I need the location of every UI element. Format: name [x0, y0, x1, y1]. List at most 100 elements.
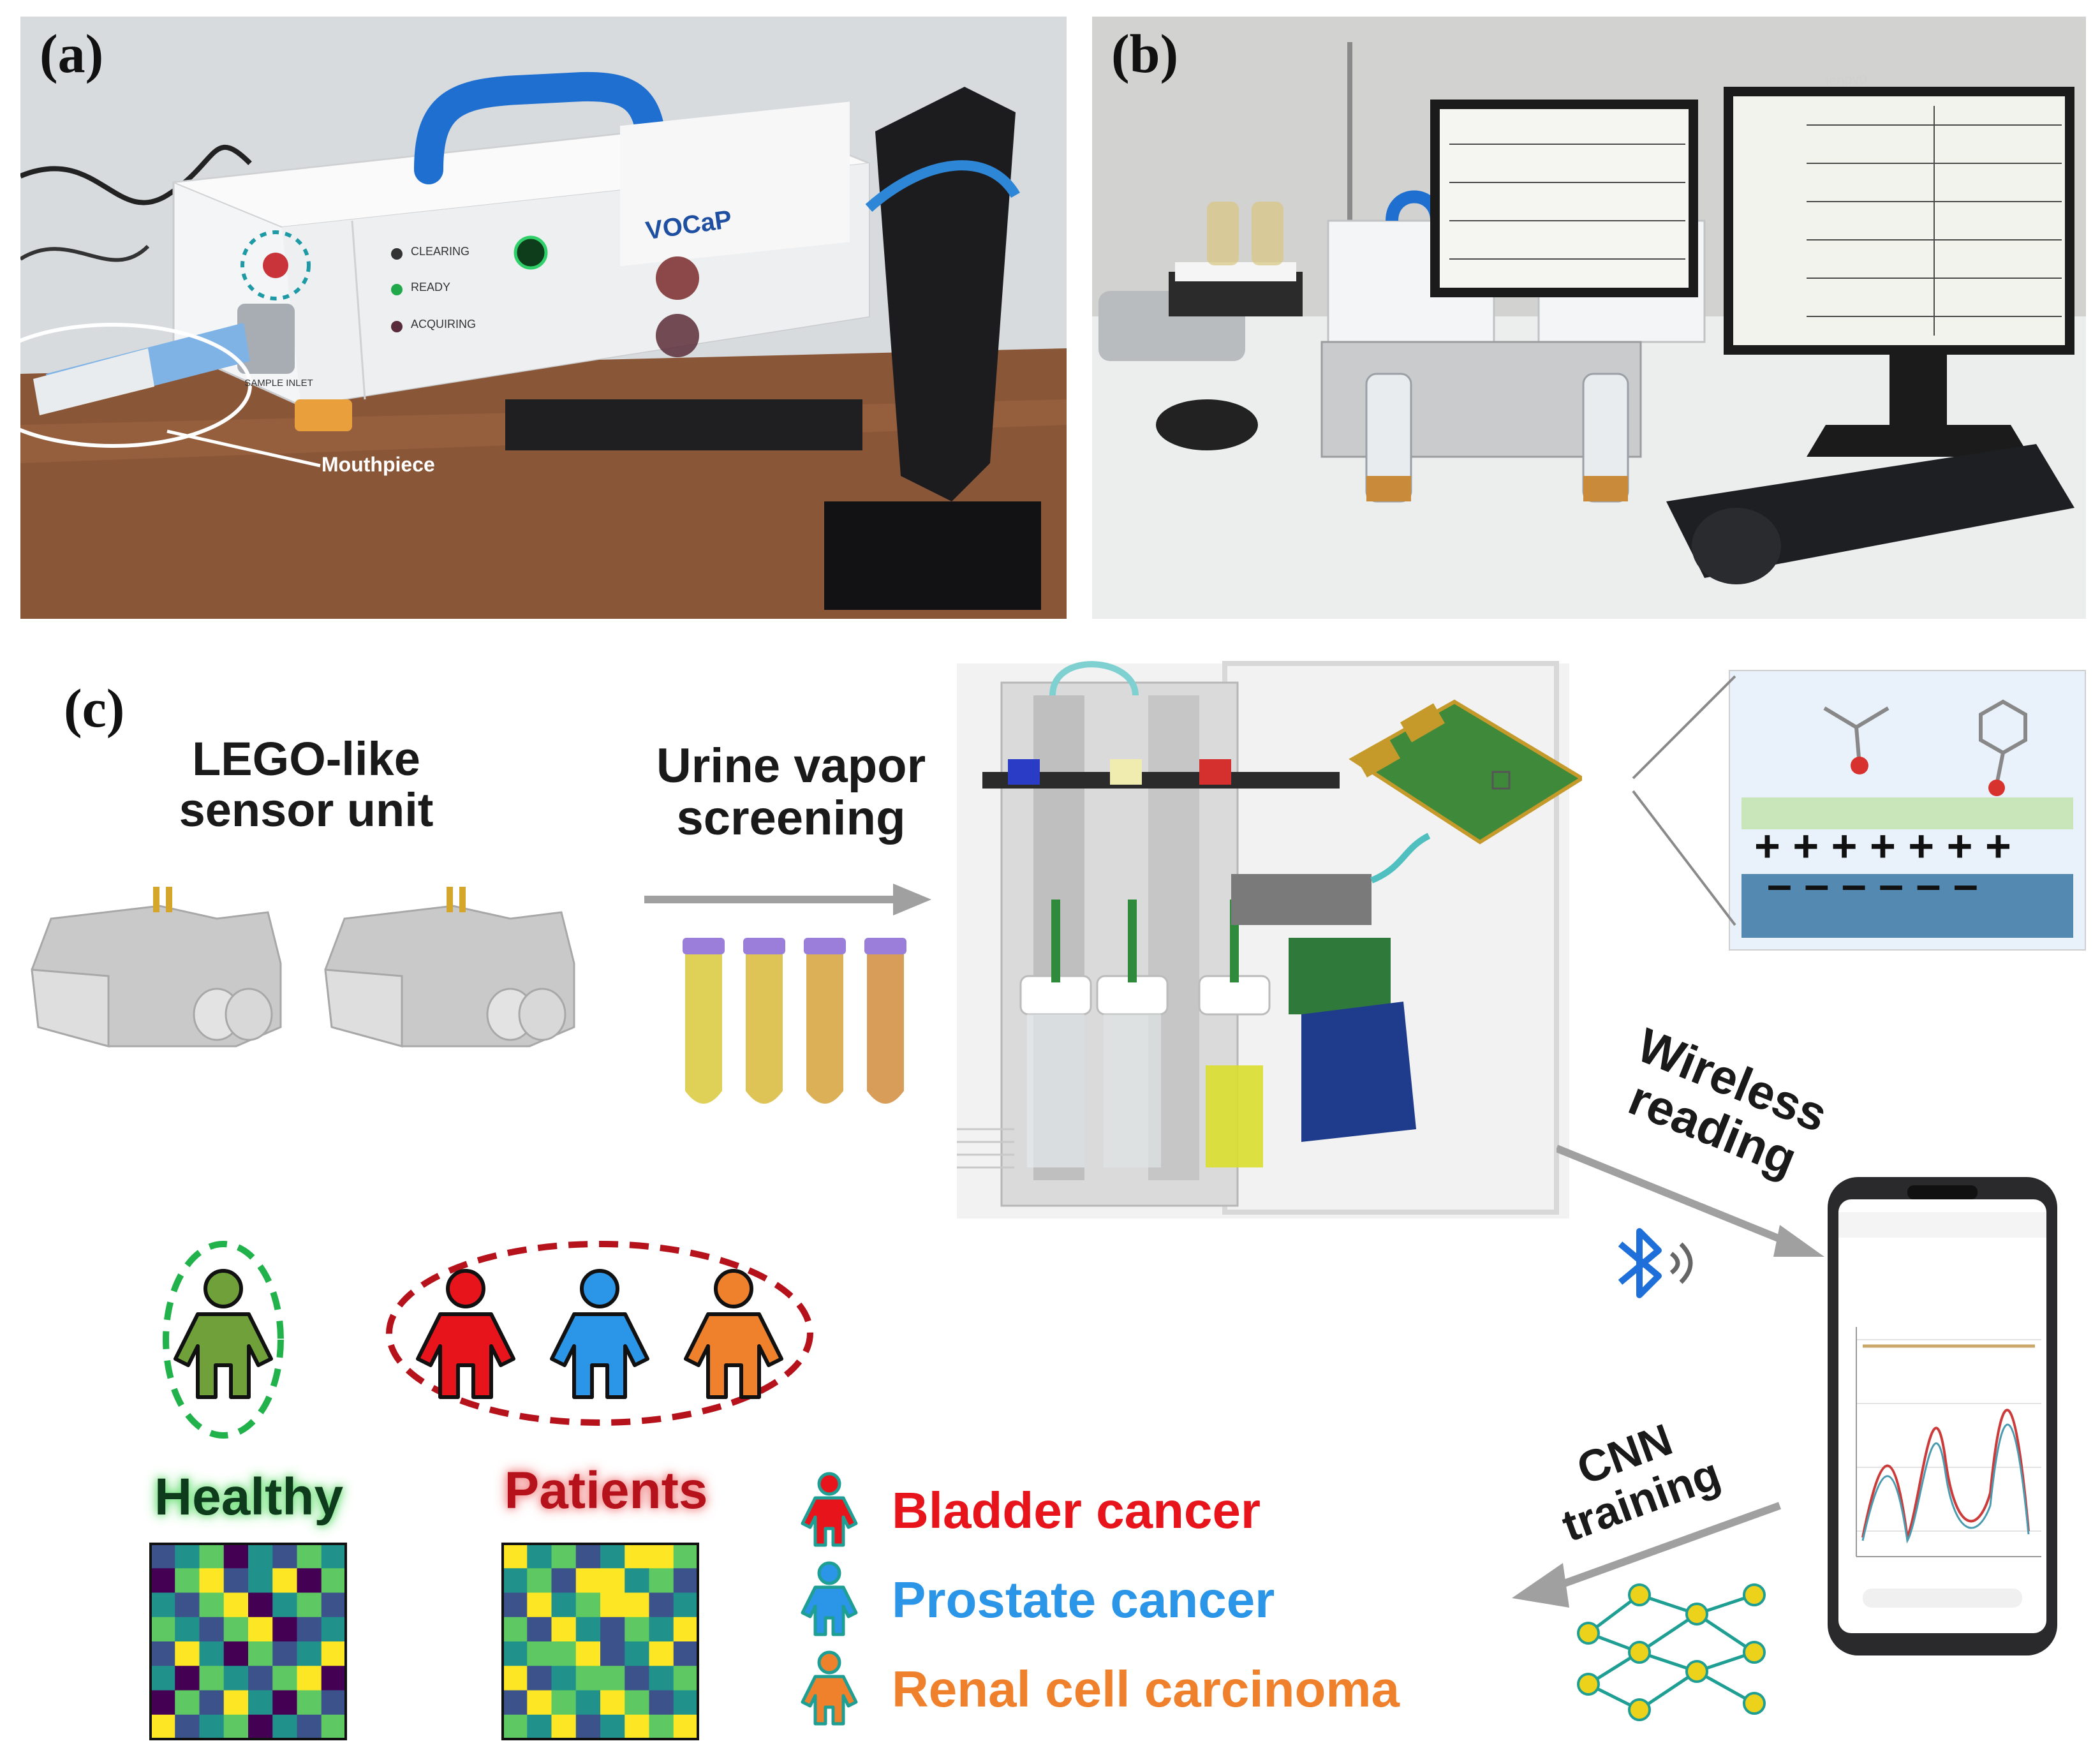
heatmap-cell [223, 1714, 249, 1740]
smartphone [1828, 1177, 2057, 1655]
patients-heatmap [501, 1543, 699, 1740]
inlet-label: SAMPLE INLET [244, 378, 313, 389]
heatmap-cell [503, 1544, 528, 1569]
heatmap-cell [527, 1714, 552, 1740]
patients-ring [386, 1241, 813, 1426]
heatmap-cell [321, 1714, 346, 1740]
lego-sensor-units [31, 887, 575, 1048]
legend-label-renal: Renal cell carcinoma [892, 1661, 1400, 1717]
heatmap-cell [175, 1568, 200, 1593]
heatmap-cell [575, 1568, 601, 1593]
patients-label: Patients [504, 1462, 708, 1520]
heatmap-cell [272, 1666, 297, 1691]
heatmap-cell [600, 1714, 625, 1740]
heatmap-cell [649, 1592, 674, 1618]
legend-item-bladder: Bladder cancer [797, 1467, 1499, 1550]
heatmap-cell [551, 1666, 577, 1691]
heatmap-cell [199, 1690, 225, 1715]
heatmap-cell [600, 1592, 625, 1618]
person-blue-icon [801, 1561, 858, 1636]
mouthpiece-callout: Mouthpiece [322, 453, 435, 476]
heatmap-cell [151, 1666, 175, 1691]
panel-c-letter: (c) [64, 678, 125, 739]
heatmap-cell [175, 1690, 200, 1715]
heatmap-cell [527, 1568, 552, 1593]
heatmap-cell [272, 1568, 297, 1593]
heatmap-cell [625, 1641, 649, 1666]
heatmap-cell [503, 1568, 528, 1593]
heatmap-cell [175, 1617, 200, 1642]
heatmap-cell [199, 1666, 225, 1691]
heatmap-cell [151, 1617, 175, 1642]
heatmap-cell [223, 1544, 249, 1569]
heatmap-cell [600, 1617, 625, 1642]
heatmap-cell [551, 1690, 577, 1715]
heatmap-cell [551, 1592, 577, 1618]
heatmap-cell [649, 1568, 674, 1593]
heatmap-cell [297, 1641, 322, 1666]
heatmap-cell [600, 1666, 625, 1691]
heatmap-cell [223, 1690, 249, 1715]
heatmap-cell [297, 1666, 322, 1691]
legend-label-prostate: Prostate cancer [892, 1571, 1275, 1628]
sensor-unit-label: LEGO-like sensor unit [115, 734, 498, 836]
legend-item-prostate: Prostate cancer [797, 1557, 1499, 1640]
healthy-group [163, 1241, 284, 1439]
heatmap-cell [223, 1568, 249, 1593]
heatmap-cell [649, 1617, 674, 1642]
vapor-molecules [1823, 699, 2027, 796]
heatmap-cell [600, 1568, 625, 1593]
cnn-arrow [1512, 1502, 1782, 1608]
heatmap-cell [297, 1714, 322, 1740]
heatmap-cell [248, 1592, 273, 1618]
heatmap-cell [199, 1592, 225, 1618]
heatmap-cell [151, 1690, 175, 1715]
heatmap-cell [297, 1544, 322, 1569]
heatmap-cell [673, 1641, 699, 1666]
test-tube-1 [683, 938, 725, 1104]
heatmap-cell [625, 1592, 649, 1618]
legend: Bladder cancer Prostate cancer Renal cel… [797, 1467, 1499, 1735]
heatmap-cell [503, 1592, 528, 1618]
heatmap-cell [551, 1544, 577, 1569]
panel-a-letter: (a) [40, 23, 104, 84]
heatmap-cell [551, 1617, 577, 1642]
lego-block-right [324, 887, 575, 1048]
panel-b-letter: (b) [1111, 23, 1179, 84]
charge-plus-row: + + + + + + + [1754, 821, 2011, 871]
heatmap-cell [551, 1641, 577, 1666]
heatmap-cell [321, 1666, 346, 1691]
heatmap-cell [527, 1592, 552, 1618]
heatmap-cell [527, 1544, 552, 1569]
patient-bladder-icon [416, 1269, 515, 1399]
heatmap-cell [551, 1568, 577, 1593]
heatmap-cell [223, 1666, 249, 1691]
heatmap-cell [175, 1544, 200, 1569]
heatmap-cell [551, 1714, 577, 1740]
heatmap-cell [503, 1690, 528, 1715]
panel-a-photo: (a) Mouthpiece VOCaP CLEARING READY ACQU… [20, 17, 1067, 619]
heatmap-cell [321, 1568, 346, 1593]
heatmap-cell [248, 1568, 273, 1593]
heatmap-cell [199, 1568, 225, 1593]
heatmap-cell [199, 1617, 225, 1642]
heatmap-cell [199, 1544, 225, 1569]
heatmap-cell [151, 1544, 175, 1569]
screening-label-line2: screening [676, 791, 906, 846]
screening-arrow [644, 884, 931, 915]
heatmap-cell [527, 1641, 552, 1666]
heatmap-cell [600, 1690, 625, 1715]
heatmap-cell [503, 1666, 528, 1691]
healthy-heatmap [149, 1543, 347, 1740]
screening-label-line1: Urine vapor [656, 739, 926, 793]
heatmap-cell [649, 1641, 674, 1666]
molecular-interface-inset: + + + + + + + – – – – – – [1729, 670, 2086, 951]
panel-a-illustration [20, 17, 1067, 619]
heatmap-cell [321, 1544, 346, 1569]
urine-test-tubes [683, 938, 906, 1104]
patient-renal-icon [684, 1269, 783, 1399]
heatmap-cell [625, 1666, 649, 1691]
heatmap-cell [649, 1544, 674, 1569]
heatmap-cell [527, 1617, 552, 1642]
heatmap-cell [575, 1617, 601, 1642]
